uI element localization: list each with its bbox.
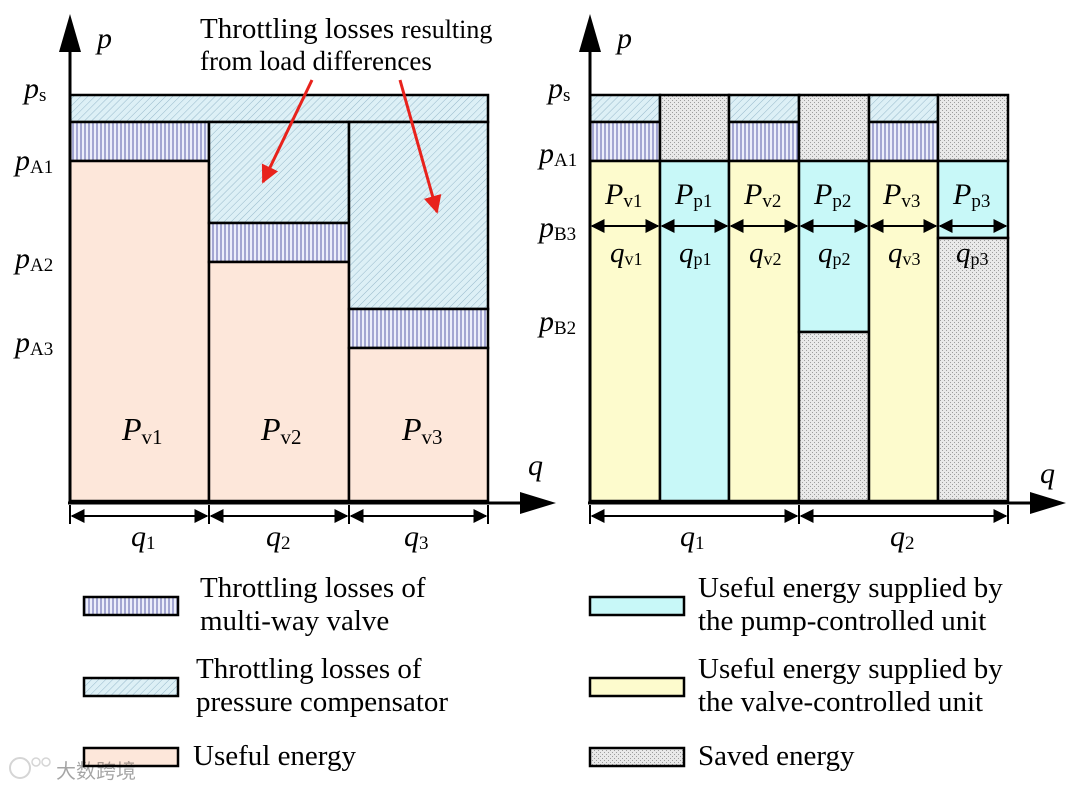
annotation-line2: from load differences <box>200 46 432 76</box>
saved-energy-c4-top <box>797 93 871 163</box>
pressure-label-pa3: pA3 <box>13 326 53 360</box>
left-diagram: p q ps pA1 pA2 pA3 Pv1 Pv2 Pv3 q1 q2 q3 … <box>13 13 556 554</box>
legend-label-valve-loss-line2: multi-way valve <box>200 605 389 637</box>
pump-unit-energy-c4 <box>797 159 871 334</box>
valve-loss-1 <box>68 120 211 163</box>
p-axis-right-label: p <box>615 22 632 55</box>
flow-label-q1: q1 <box>131 520 156 554</box>
legend-label-pump-line1: Useful energy supplied by <box>698 572 1003 604</box>
compensator-loss-top <box>68 93 490 124</box>
power-label-pv1-right: Pv1 <box>604 178 642 212</box>
power-label-pv3-right: Pv3 <box>882 178 920 212</box>
pressure-label-ps: ps <box>22 72 46 106</box>
p-axis-left-arrow <box>59 14 81 52</box>
power-label-pv2: Pv2 <box>260 411 302 449</box>
legend: Throttling losses of multi-way valve Thr… <box>82 572 1003 772</box>
subflow-label-qp1: qp1 <box>679 237 712 269</box>
flow-label-q1-right: q1 <box>680 520 705 554</box>
legend-swatch-useful <box>82 746 180 768</box>
subflow-label-qv3: qv3 <box>888 237 921 269</box>
power-label-pv3: Pv3 <box>401 411 443 449</box>
useful-energy-3 <box>347 346 490 503</box>
pressure-label-ps-right: ps <box>546 72 570 106</box>
legend-label-compensator-line1: Throttling losses of <box>196 653 422 685</box>
valve-unit-energy-c3 <box>727 159 801 503</box>
q-axis-left-label: q <box>528 449 543 482</box>
p-axis-left-label: p <box>95 22 112 55</box>
power-label-pv1: Pv1 <box>121 411 163 449</box>
legend-swatch-valve-energy <box>588 676 686 698</box>
q-axis-right-arrow <box>1030 492 1066 514</box>
valve-loss-c1 <box>588 120 662 163</box>
compensator-loss-c5 <box>867 93 940 124</box>
compensator-loss-c3 <box>727 93 801 124</box>
saved-energy-c4-bottom <box>797 330 871 503</box>
subflow-label-qp3: qp3 <box>956 237 989 269</box>
valve-loss-c5 <box>867 120 940 163</box>
legend-swatch-compensator-loss <box>82 676 180 698</box>
legend-swatch-pump-energy <box>588 595 686 617</box>
q-axis-right-label: q <box>1040 457 1055 490</box>
valve-unit-energy-c1 <box>588 159 662 503</box>
valve-loss-3 <box>347 307 490 350</box>
power-label-pp1: Pp1 <box>674 178 712 212</box>
watermark-logo-icon <box>9 757 31 779</box>
flow-label-q2: q2 <box>266 520 291 554</box>
power-label-pp2: Pp2 <box>813 178 851 212</box>
compensator-loss-2 <box>207 120 351 225</box>
saved-energy-c6-bottom <box>936 236 1010 503</box>
right-diagram: p q ps pA1 pB3 pB2 Pv1 Pp1 Pv2 Pp2 Pv3 P… <box>537 14 1066 554</box>
saved-energy-c6-top <box>936 93 1010 163</box>
legend-swatch-saved <box>588 746 686 768</box>
saved-energy-c2 <box>658 93 731 163</box>
p-axis-right-arrow <box>579 14 601 52</box>
annotation-line1: Throttling losses resulting <box>200 13 492 45</box>
valve-unit-energy-c5 <box>867 159 940 503</box>
watermark-text: 大数跨境 <box>56 759 136 783</box>
compensator-loss-c1 <box>588 93 662 124</box>
pump-unit-energy-c2 <box>658 159 731 503</box>
legend-swatch-valve-loss <box>82 595 180 617</box>
legend-label-valve-loss-line1: Throttling losses of <box>200 572 426 604</box>
valve-loss-c3 <box>727 120 801 163</box>
pressure-label-pb3: pB3 <box>537 211 576 245</box>
legend-label-useful: Useful energy <box>193 740 356 772</box>
legend-label-valve-energy-line2: the valve-controlled unit <box>698 686 983 718</box>
legend-label-saved: Saved energy <box>698 740 855 772</box>
pressure-label-pa1-right: pA1 <box>537 137 577 171</box>
subflow-label-qp2: qp2 <box>818 237 851 269</box>
pressure-label-pb2: pB2 <box>537 305 576 339</box>
flow-label-q3: q3 <box>404 520 429 554</box>
subflow-label-qv1: qv1 <box>610 237 643 269</box>
q-axis-left-arrow <box>520 492 556 514</box>
watermark: 大数跨境 <box>9 757 136 783</box>
pressure-label-pa2: pA2 <box>13 242 53 276</box>
subflow-label-qv2: qv2 <box>749 237 782 269</box>
legend-label-valve-energy-line1: Useful energy supplied by <box>698 653 1003 685</box>
legend-label-pump-line2: the pump-controlled unit <box>698 605 986 637</box>
flow-label-q2-right: q2 <box>890 520 915 554</box>
pressure-label-pa1: pA1 <box>13 144 53 178</box>
power-label-pp3: Pp3 <box>952 178 990 212</box>
useful-energy-2 <box>207 260 351 503</box>
legend-label-compensator-line2: pressure compensator <box>196 686 448 718</box>
compensator-loss-3 <box>347 120 490 311</box>
useful-energy-1 <box>68 159 211 503</box>
power-label-pv2-right: Pv2 <box>743 178 781 212</box>
annotation-arrow-right <box>398 79 442 214</box>
annotation-arrow-left <box>261 79 314 184</box>
valve-loss-2 <box>207 221 351 264</box>
